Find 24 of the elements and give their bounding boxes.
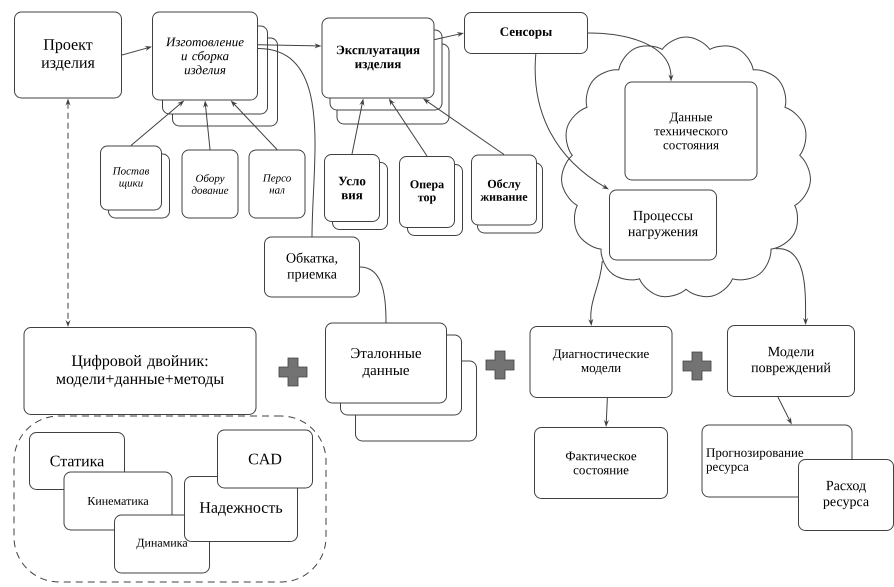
rounded-box: Расход ресурса xyxy=(798,459,894,531)
stacked-boxes: Постав щики xyxy=(100,146,170,218)
stacked-boxes: Обслу живание xyxy=(471,154,543,234)
dashed-outline xyxy=(14,416,326,582)
rounded-box: Диагностические модели xyxy=(530,326,672,398)
stacked-boxes: Опера тор xyxy=(399,156,463,236)
rounded-box: Фактическое состояние xyxy=(534,427,668,499)
rounded-box: Данные технического состояния xyxy=(624,82,758,180)
rounded-box: Модели повреждений xyxy=(727,325,855,397)
rounded-box: CAD xyxy=(217,430,313,488)
rounded-box: Проект изделия xyxy=(14,12,122,98)
stacked-boxes: Эталонные данные xyxy=(325,322,477,442)
rounded-box: Процессы нагружения xyxy=(609,190,717,260)
rounded-box: Обкатка, приемка xyxy=(264,236,360,298)
rounded-box: Сенсоры xyxy=(464,12,588,54)
rounded-box: Цифровой двойник: модели+данные+методы xyxy=(24,327,256,415)
stacked-boxes: Изготовление и сборка изделия xyxy=(152,12,278,126)
stacked-boxes: Эксплуатация изделия xyxy=(322,18,450,124)
stacked-boxes: Усло вия xyxy=(324,154,388,230)
node-label: Эталонные xyxy=(351,348,422,358)
connector-line xyxy=(360,266,386,323)
connector-line xyxy=(258,48,316,237)
rounded-box: Обору дование xyxy=(182,150,238,218)
rounded-box: Персо нал xyxy=(248,150,306,218)
